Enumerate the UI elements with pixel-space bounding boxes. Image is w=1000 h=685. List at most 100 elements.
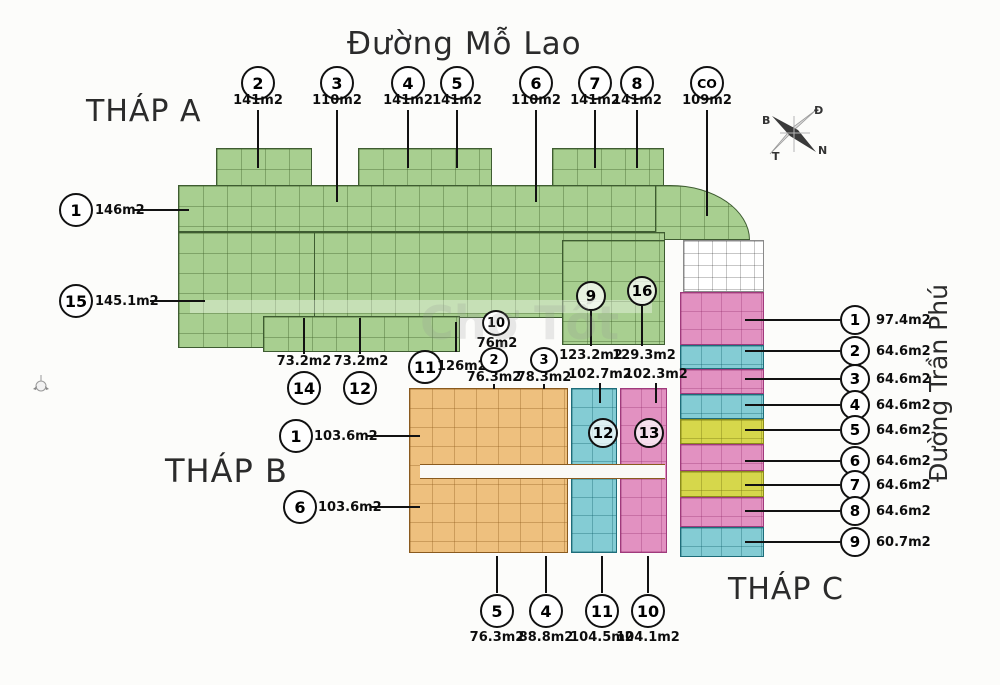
unit-callout-circle: 14: [287, 371, 321, 405]
unit-callout-circle: 12: [343, 371, 377, 405]
leader-line: [590, 311, 592, 346]
unit-callout-circle: 5: [440, 66, 474, 100]
unit-area-label: 76.3m2: [469, 630, 525, 645]
leader-line: [456, 110, 458, 168]
unit-area-label: 64.6m2: [876, 504, 931, 519]
leader-line: [745, 404, 840, 406]
unit-callout-circle: 8: [620, 66, 654, 100]
unit-area-label: 73.2m2: [276, 354, 332, 369]
unit-callout-circle: 2: [840, 336, 870, 366]
tower-a-top-band: [178, 185, 660, 232]
unit-callout-circle: 9: [840, 527, 870, 557]
unit-area-label: 110m2: [312, 93, 362, 108]
unit-callout-circle: 4: [529, 594, 563, 628]
unit-area-label: 64.6m2: [876, 344, 931, 359]
unit-area-label: 102.7m2: [568, 367, 632, 382]
unit-area-label: 110m2: [511, 93, 561, 108]
leader-line: [366, 435, 420, 437]
unit-callout-circle: 7: [840, 470, 870, 500]
tower-c-unit-2-band: [680, 345, 764, 369]
tower-c-unit-5-band: [680, 419, 764, 444]
leader-line: [336, 110, 338, 202]
unit-area-label: 129.3m2: [612, 348, 676, 363]
unit-area-label: 104.1m2: [616, 630, 680, 645]
unit-area-label: 104.5m2: [570, 630, 634, 645]
unit-callout-circle: 8: [840, 496, 870, 526]
tower-b-corridor: [420, 464, 665, 479]
leader-line: [257, 110, 259, 168]
unit-callout-circle: 11: [408, 350, 442, 384]
tower-a-lower-strip: [263, 316, 460, 352]
leader-line: [594, 110, 596, 168]
unit-area-label: 141m2: [570, 93, 620, 108]
unit-callout-circle: 10: [482, 310, 510, 336]
unit-area-label: 141m2: [233, 93, 283, 108]
leader-line: [535, 110, 537, 202]
unit-callout-circle: 6: [519, 66, 553, 100]
unit-area-label: 76.3m2: [466, 370, 522, 385]
leader-line: [641, 306, 643, 346]
tower-c-unit-8-band: [680, 497, 764, 527]
unit-area-label: 78.3m2: [516, 370, 572, 385]
tower-c-unit-6-band: [680, 444, 764, 471]
unit-callout-circle: 1: [279, 419, 313, 453]
unit-area-label: 103.6m2: [318, 500, 382, 515]
tower-a-corridor: [190, 300, 652, 313]
street-label-top: Đường Mỗ Lao: [347, 26, 582, 62]
leader-line: [601, 556, 603, 593]
leader-line: [359, 318, 361, 354]
leader-line: [745, 510, 840, 512]
leader-line: [745, 541, 840, 543]
leader-line: [745, 460, 840, 462]
unit-area-label: 97.4m2: [876, 313, 931, 328]
leader-line: [150, 300, 205, 302]
unit-callout-circle: 9: [576, 281, 606, 311]
leader-line: [745, 429, 840, 431]
unit-area-label: 60.7m2: [876, 535, 931, 550]
leader-line: [370, 506, 420, 508]
unit-callout-circle: 3: [530, 347, 558, 373]
tower-b-label: THÁP B: [165, 452, 288, 490]
tower-c-unit-1-band: [680, 292, 764, 345]
unit-callout-circle: 3: [320, 66, 354, 100]
compass-icon: B Đ T N: [758, 100, 838, 172]
unit-callout-circle: 16: [627, 276, 657, 306]
tower-c-label: THÁP C: [728, 572, 844, 607]
unit-callout-circle: 2: [480, 347, 508, 373]
leader-line: [655, 383, 657, 403]
unit-area-label: 64.6m2: [876, 478, 931, 493]
unit-area-label: 141m2: [432, 93, 482, 108]
unit-callout-circle: 3: [840, 364, 870, 394]
leader-line: [496, 556, 498, 593]
unit-callout-circle: 1: [840, 305, 870, 335]
tower-a-label: THÁP A: [86, 94, 202, 129]
unit-area-label: 102.3m2: [624, 367, 688, 382]
unit-callout-circle: 4: [391, 66, 425, 100]
unit-area-label: 64.6m2: [876, 423, 931, 438]
unit-callout-circle: 13: [634, 418, 664, 448]
leader-line: [493, 384, 495, 389]
unit-callout-circle: 6: [283, 490, 317, 524]
leader-line: [303, 318, 305, 354]
unit-area-label: 126m2: [437, 359, 487, 374]
tower-c-unit-3-band: [680, 369, 764, 394]
compass-north-label: N: [818, 144, 828, 157]
leader-line: [636, 110, 638, 168]
leader-line: [455, 322, 457, 352]
survey-marker-icon: [28, 372, 54, 402]
unit-callout-circle: 15: [59, 284, 93, 318]
compass-east-label: Đ: [814, 104, 824, 117]
unit-callout-circle: 5: [840, 415, 870, 445]
unit-area-label: 146m2: [95, 203, 145, 218]
tower-c-unit-4-band: [680, 394, 764, 419]
leader-line: [745, 484, 840, 486]
unit-area-label: 141m2: [383, 93, 433, 108]
unit-callout-circle: 11: [585, 594, 619, 628]
unit-area-label: 88.8m2: [518, 630, 574, 645]
unit-area-label: 145.1m2: [95, 294, 159, 309]
tower-a-rounded-corner: [655, 185, 750, 240]
compass-south-label: T: [772, 150, 780, 163]
tower-c-core: [683, 240, 764, 292]
leader-line: [647, 556, 649, 593]
